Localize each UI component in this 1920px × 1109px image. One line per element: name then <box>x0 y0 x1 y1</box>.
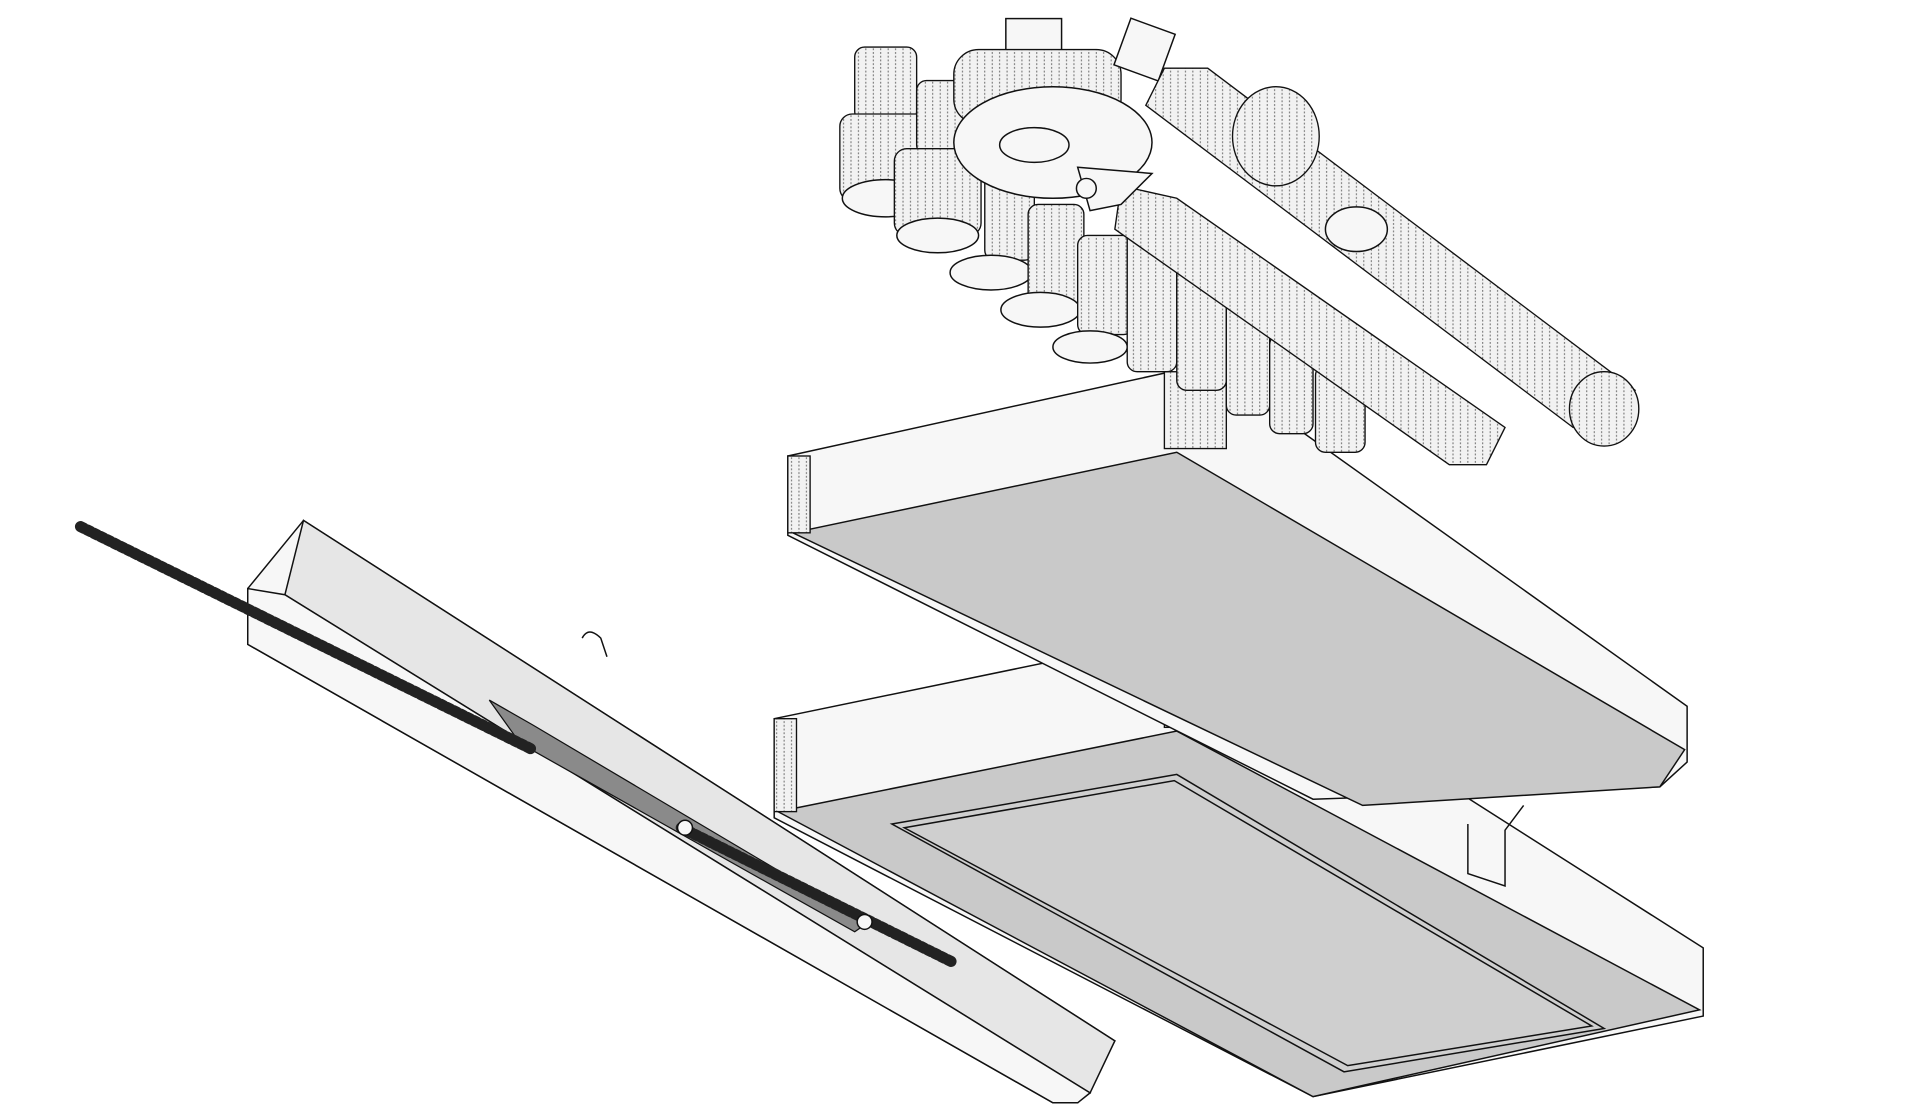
lower-tray <box>773 637 1704 1098</box>
upper-tray <box>787 370 1688 807</box>
tray-latch <box>1467 804 1525 887</box>
ratchet-wrench <box>953 17 1506 466</box>
lid-latch <box>581 631 608 657</box>
extension-bar <box>1113 17 1640 447</box>
hinge-rod <box>74 521 960 969</box>
socket <box>1052 234 1135 364</box>
socket <box>1000 203 1085 328</box>
